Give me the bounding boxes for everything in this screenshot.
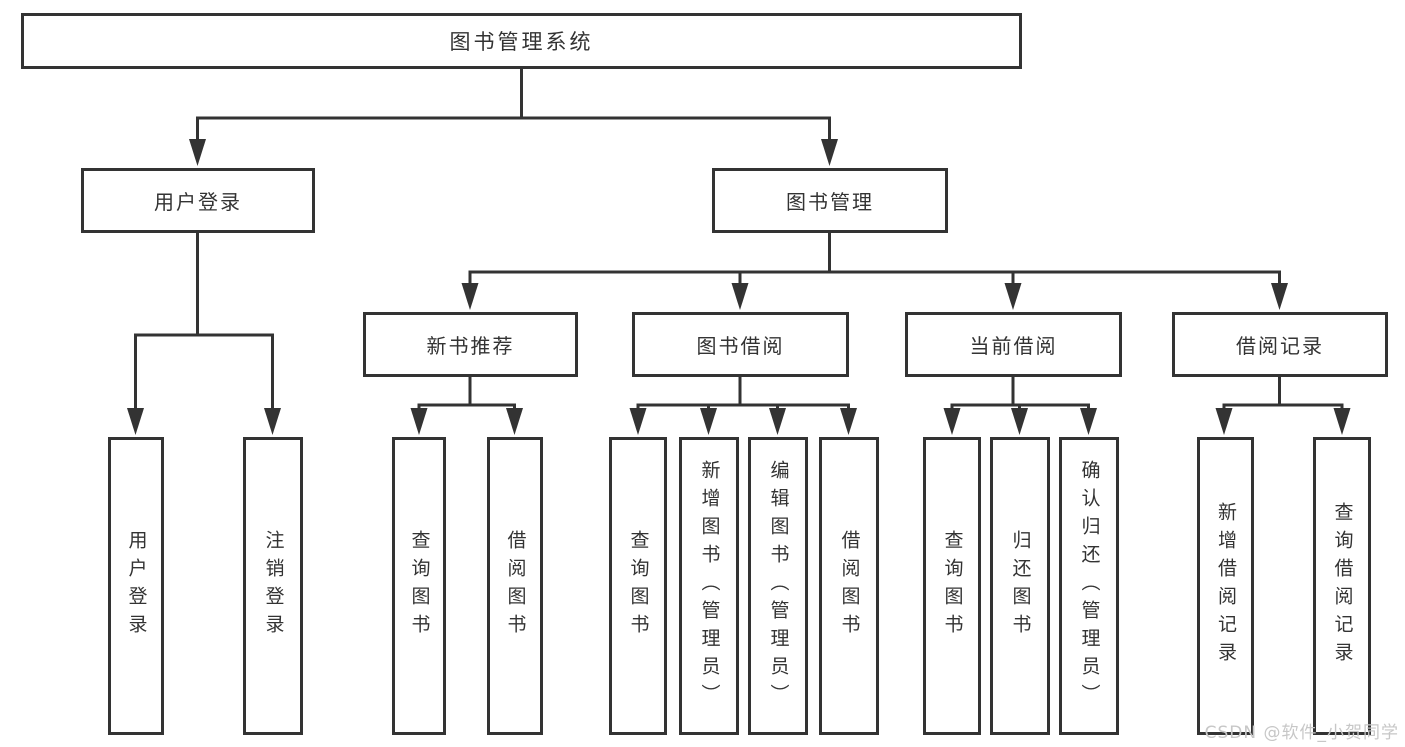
- leaf-user-login: 用户登录: [108, 437, 164, 735]
- connector-currentborrow-to-leaves: [950, 374, 1090, 410]
- node-label: 归还图书: [1009, 530, 1032, 642]
- arrowhead-icon: [1004, 283, 1022, 310]
- csdn-watermark: CSDN @软件_小贺同学: [1204, 723, 1399, 743]
- arrowhead-icon: [840, 408, 857, 435]
- node-label: 当前借阅: [969, 334, 1058, 358]
- node-label: 图书管理: [786, 190, 874, 214]
- leaf-edit-book-admin: 编辑图书（管理员）: [748, 437, 808, 735]
- node-label: 图书管理系统: [449, 30, 594, 54]
- arrowhead-icon: [189, 139, 206, 166]
- arrowhead-icon: [461, 283, 479, 310]
- connector-newbook-to-leaves: [417, 374, 516, 410]
- node-label: 新书推荐: [426, 334, 515, 358]
- arrowhead-icon: [127, 408, 144, 435]
- node-label: 新增借阅记录: [1215, 502, 1237, 670]
- arrowhead-icon: [943, 408, 961, 435]
- leaf-query-book: 查询图书: [923, 437, 981, 735]
- leaf-logout: 注销登录: [243, 437, 303, 735]
- arrowhead-icon: [506, 408, 523, 435]
- node-label: 借阅记录: [1236, 334, 1324, 358]
- node-label: 查询图书: [941, 530, 964, 642]
- node-book-management: 图书管理: [712, 168, 948, 233]
- leaf-confirm-return-admin: 确认归还（管理员）: [1059, 437, 1119, 735]
- arrowhead-icon: [1271, 283, 1288, 310]
- arrowhead-icon: [1080, 408, 1097, 435]
- arrowhead-icon: [1215, 408, 1233, 435]
- leaf-borrow-book: 借阅图书: [487, 437, 543, 735]
- arrowhead-icon: [410, 408, 428, 435]
- node-label: 查询图书: [627, 530, 650, 642]
- arrowhead-icon: [1011, 408, 1028, 435]
- arrowhead-icon: [821, 139, 838, 166]
- leaf-add-book-admin: 新增图书（管理员）: [679, 437, 739, 735]
- arrowhead-icon: [731, 283, 749, 310]
- node-label: 用户登录: [125, 530, 148, 642]
- connector-borrowrecord-to-leaves: [1222, 374, 1344, 410]
- leaf-add-borrow-record: 新增借阅记录: [1197, 437, 1254, 735]
- node-label: 借阅图书: [838, 530, 861, 642]
- arrowhead-icon: [264, 408, 281, 435]
- node-new-book-recommend: 新书推荐: [363, 312, 578, 377]
- node-borrow-record: 借阅记录: [1172, 312, 1388, 377]
- arrowhead-icon: [1333, 408, 1351, 435]
- node-label: 编辑图书（管理员）: [767, 460, 790, 712]
- node-label: 确认归还（管理员）: [1078, 460, 1101, 712]
- node-user-login: 用户登录: [81, 168, 315, 233]
- arrowheads: [127, 139, 1351, 435]
- leaf-return-book: 归还图书: [990, 437, 1050, 735]
- leaf-borrow-book: 借阅图书: [819, 437, 879, 735]
- arrowhead-icon: [629, 408, 647, 435]
- leaf-query-book: 查询图书: [609, 437, 667, 735]
- connector-bookmgmt-to-level3: [468, 230, 1281, 286]
- node-label: 查询借阅记录: [1331, 502, 1354, 670]
- node-root-system: 图书管理系统: [21, 13, 1022, 69]
- leaf-query-book: 查询图书: [392, 437, 446, 735]
- arrowhead-icon: [700, 408, 717, 435]
- node-label: 查询图书: [408, 530, 431, 642]
- node-label: 注销登录: [262, 530, 285, 642]
- node-label: 借阅图书: [504, 530, 527, 642]
- node-label: 图书借阅: [696, 334, 785, 358]
- node-label: 新增图书（管理员）: [698, 460, 721, 712]
- connector-userlogin-to-leaves: [134, 230, 274, 410]
- arrowhead-icon: [769, 408, 786, 435]
- connector-bookborrow-to-leaves: [636, 374, 850, 410]
- node-current-borrow: 当前借阅: [905, 312, 1122, 377]
- connector-root-to-level2: [196, 65, 831, 141]
- connector-lines: [134, 65, 1344, 410]
- leaf-query-borrow-record: 查询借阅记录: [1313, 437, 1371, 735]
- node-book-borrow: 图书借阅: [632, 312, 849, 377]
- node-label: 用户登录: [154, 190, 242, 214]
